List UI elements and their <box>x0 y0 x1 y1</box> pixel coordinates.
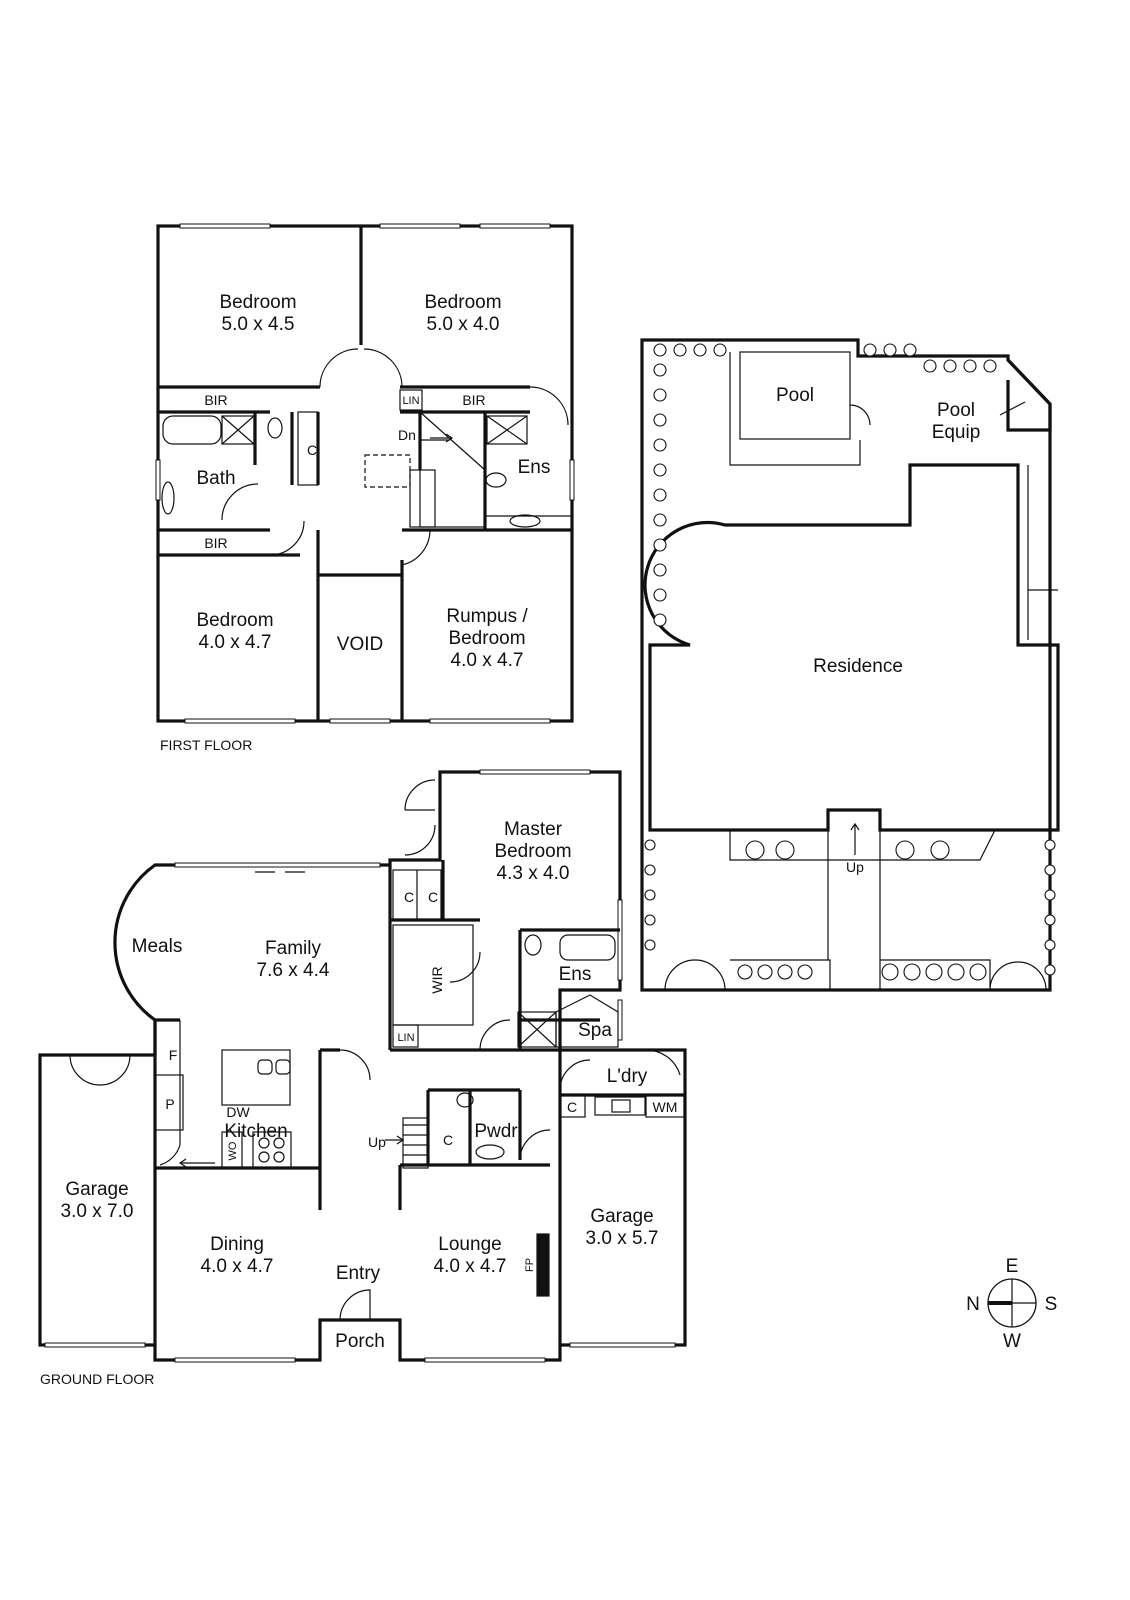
laundry-label: L'dry <box>607 1066 648 1087</box>
cupboard-label: C <box>307 442 317 458</box>
bir-label-2: BIR <box>462 392 485 408</box>
fireplace-label: FP <box>524 1258 536 1272</box>
dining-size: 4.0 x 4.7 <box>201 1256 274 1277</box>
first-floor-doors <box>221 348 569 566</box>
first-floor-windows <box>155 223 575 724</box>
lounge-name: Lounge <box>438 1234 501 1255</box>
fridge-label: F <box>169 1047 178 1063</box>
dining-name: Dining <box>210 1234 264 1255</box>
ground-floor-doors <box>69 779 681 1321</box>
garage-right-size: 3.0 x 5.7 <box>586 1228 659 1249</box>
compass-north: N <box>966 1294 980 1315</box>
lin-label: LIN <box>402 395 419 407</box>
wir-label: WIR <box>429 966 445 993</box>
up-label: Up <box>368 1134 386 1150</box>
lin-label-ground: LIN <box>397 1032 414 1044</box>
first-floor-fixtures <box>161 389 541 528</box>
compass-west: W <box>1003 1331 1021 1352</box>
entry-label: Entry <box>336 1263 381 1284</box>
ens-label-first: Ens <box>518 457 551 478</box>
ground-floor-title: GROUND FLOOR <box>40 1371 154 1387</box>
pantry-label: P <box>165 1096 174 1112</box>
porch-label: Porch <box>335 1331 385 1352</box>
pool-equip-label-1: Pool <box>937 400 975 421</box>
ens-label-ground: Ens <box>559 964 592 985</box>
residence-outline <box>643 463 1060 832</box>
first-floor-plan: Bedroom 5.0 x 4.5 Bedroom 5.0 x 4.0 BIR … <box>155 223 575 753</box>
wall-oven-label: WO <box>227 1141 239 1160</box>
first-floor-title: FIRST FLOOR <box>160 737 252 753</box>
family-size: 7.6 x 4.4 <box>257 960 330 981</box>
family-name: Family <box>265 938 321 959</box>
washing-machine-label: WM <box>653 1099 678 1115</box>
master-name-2: Bedroom <box>494 841 571 862</box>
pool-outline <box>739 351 851 440</box>
compass-east: E <box>1006 1256 1019 1277</box>
bedroom-b-name: Bedroom <box>424 292 501 313</box>
ground-floor-fixtures <box>154 869 685 1297</box>
rumpus-name-2: Bedroom <box>448 628 525 649</box>
bir-label-3: BIR <box>204 535 227 551</box>
pool-equip-label-2: Equip <box>932 422 981 443</box>
residence-label: Residence <box>813 656 903 677</box>
first-floor-stair <box>364 411 486 528</box>
spa-label: Spa <box>578 1020 612 1041</box>
cupboard-label-4: C <box>567 1099 577 1115</box>
void-label: VOID <box>337 634 383 655</box>
cupboard-label-3: C <box>443 1132 453 1148</box>
pool-label: Pool <box>776 385 814 406</box>
garage-left-name: Garage <box>65 1179 128 1200</box>
site-plantings <box>644 343 1056 981</box>
dishwasher-label: DW <box>226 1104 250 1120</box>
garage-left-size: 3.0 x 7.0 <box>61 1201 134 1222</box>
master-size: 4.3 x 4.0 <box>497 863 570 884</box>
down-label: Dn <box>398 427 416 443</box>
cupboard-label-2: C <box>428 889 438 905</box>
garage-right-name: Garage <box>590 1206 653 1227</box>
ground-floor-plan: Master Bedroom 4.3 x 4.0 C C Meals Famil… <box>38 769 687 1387</box>
pool-equip-outline <box>1006 358 1052 432</box>
pwdr-label: Pwdr <box>474 1121 518 1142</box>
cupboard-label-1: C <box>404 889 414 905</box>
bir-label-1: BIR <box>204 392 227 408</box>
bedroom-c-name: Bedroom <box>196 610 273 631</box>
compass-south: S <box>1045 1294 1058 1315</box>
ground-floor-outline <box>38 770 687 1362</box>
ground-floor-windows <box>44 769 676 1363</box>
kitchen-label: Kitchen <box>224 1121 287 1142</box>
site-plan: Pool Pool Equip Residence Up <box>640 338 1060 992</box>
bath-label: Bath <box>196 468 235 489</box>
bedroom-b-size: 5.0 x 4.0 <box>427 314 500 335</box>
compass: E N S W <box>966 1256 1057 1352</box>
master-name-1: Master <box>504 819 563 840</box>
bedroom-a-name: Bedroom <box>219 292 296 313</box>
site-up-label: Up <box>846 859 864 875</box>
meals-label: Meals <box>132 936 183 957</box>
bedroom-a-size: 5.0 x 4.5 <box>222 314 295 335</box>
lounge-size: 4.0 x 4.7 <box>434 1256 507 1277</box>
rumpus-name-1: Rumpus / <box>446 606 528 627</box>
bedroom-c-size: 4.0 x 4.7 <box>199 632 272 653</box>
rumpus-size: 4.0 x 4.7 <box>451 650 524 671</box>
ground-floor-internal-walls <box>153 860 685 1345</box>
